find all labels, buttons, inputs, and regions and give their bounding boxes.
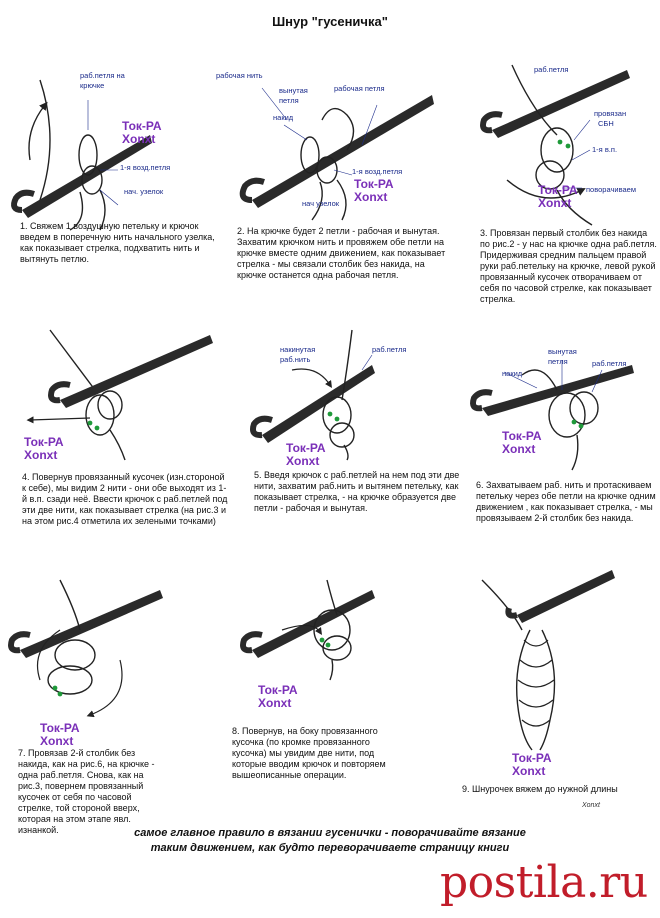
- label-pulled-6: вынутая: [548, 347, 577, 356]
- label-first-chain-3: 1-я в.п.: [592, 145, 618, 154]
- step-6-illustration: [470, 360, 634, 471]
- label-yarn-over-6: накид: [502, 369, 523, 378]
- step-3-panel: раб.петля провязан СБН 1-я в.п. поворачи…: [462, 60, 660, 330]
- step-7-illustration: [8, 579, 163, 718]
- label-work-loop-3: раб.петля: [534, 65, 569, 74]
- label-working-yarn: рабочая нить: [216, 71, 263, 80]
- step-4-illustration: [26, 329, 213, 461]
- watermark-logo: postila.ru: [440, 857, 648, 908]
- step-2-panel: рабочая нить вынутая петля рабочая петля…: [212, 60, 462, 320]
- main-rule-text: самое главное правило в вязании гусеничк…: [0, 826, 660, 856]
- step-3-caption: 3. Провязан первый столбик без накида по…: [480, 228, 657, 304]
- step-9-illustration: [481, 570, 615, 751]
- label-on-hook: крючке: [80, 81, 105, 90]
- label-worked: провязан: [594, 109, 627, 118]
- label-work-loop-5: раб.петля: [372, 345, 407, 354]
- step-2-caption: 2. На крючке будет 2 петли - рабочая и в…: [237, 226, 446, 280]
- page-title: Шнур "гусеничка": [272, 14, 388, 29]
- step-9-caption: 9. Шнурочек вяжем до нужной длины: [462, 784, 618, 794]
- rule-line-1: самое главное правило в вязании гусеничк…: [134, 827, 526, 839]
- label-first-chain-2: 1-я возд.петля: [352, 167, 403, 176]
- step-7-caption: 7. Провязав 2-й столбик без накида, как …: [18, 748, 155, 835]
- label-work-loop-2: рабочая петля: [334, 84, 385, 93]
- label-work-yarn: раб.нить: [280, 355, 311, 364]
- step-8-illustration: [240, 579, 375, 681]
- label-pulled: вынутая: [279, 86, 308, 95]
- label-loop: петля: [279, 96, 299, 105]
- step-2-illustration: [239, 87, 434, 221]
- label-yarn-over: накид: [273, 113, 294, 122]
- step-1-caption: 1. Свяжем 1 воздушную петельку и крючок …: [20, 221, 215, 264]
- label-first-chain: 1-я возд.петля: [120, 163, 171, 172]
- label-thrown-yarn: накинутая: [280, 345, 316, 354]
- label-work-loop: раб.петля на: [80, 71, 125, 80]
- step-1-illustration: [11, 79, 152, 231]
- label-turn: поворачиваем: [586, 185, 636, 194]
- step-6-caption: 6. Захватываем раб. нить и протаскиваем …: [476, 480, 656, 523]
- label-sc: СБН: [598, 119, 614, 128]
- label-loop-6: петля: [548, 357, 568, 366]
- step-5-caption: 5. Введя крючок с раб.петлей на нем под …: [254, 470, 460, 513]
- label-start-knot-2: нач узелок: [302, 199, 340, 208]
- author-sign: Xonxt: [582, 802, 600, 809]
- step-5-illustration: [250, 329, 375, 461]
- step-1-panel: раб.петля на крючке 1-я возд.петля нач. …: [0, 60, 215, 290]
- label-start-knot: нач. узелок: [124, 187, 164, 196]
- step-3-illustration: [480, 64, 630, 226]
- step-8-caption: 8. Повернув, на боку провязанного кусочк…: [232, 726, 386, 780]
- label-work-loop-6: раб.петля: [592, 359, 627, 368]
- rule-line-2: таким движением, как будто переворачивае…: [150, 842, 510, 854]
- step-4-caption: 4. Повернув провязанный кусочек (изн.сто…: [22, 472, 228, 526]
